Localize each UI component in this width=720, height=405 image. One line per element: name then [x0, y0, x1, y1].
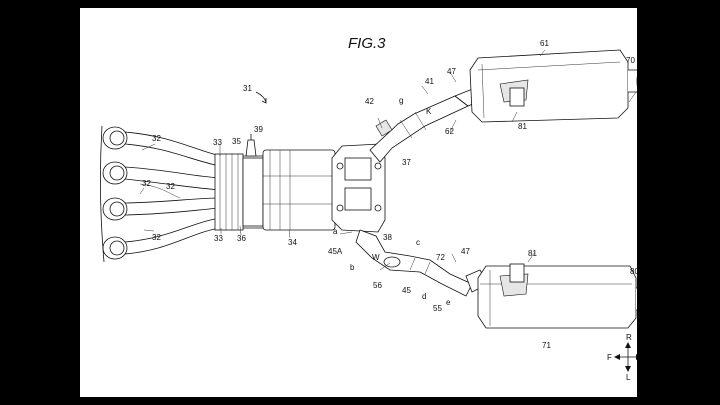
- compass-F: F: [607, 353, 612, 362]
- rotation-arrow: [255, 91, 267, 103]
- letter-b: b: [350, 263, 355, 272]
- letter-d: d: [422, 292, 426, 301]
- label-56: 56: [373, 281, 382, 290]
- region-letters: a b c d e g K W: [333, 96, 451, 307]
- label-45: 45: [402, 286, 411, 295]
- exhaust-port: [102, 161, 128, 185]
- patent-sheet: FIG.3: [80, 8, 637, 397]
- label-62: 62: [445, 127, 454, 136]
- label-32: 32: [166, 182, 175, 191]
- label-81: 81: [528, 249, 537, 258]
- label-81: 81: [518, 122, 527, 131]
- letter-c: c: [416, 238, 420, 247]
- reference-numerals: 31 32 32 32 32 33 33 34 35 36 37 38 39 4…: [142, 39, 637, 350]
- letter-a: a: [333, 227, 338, 236]
- letter-K: K: [426, 107, 432, 116]
- label-47: 47: [447, 67, 456, 76]
- label-47: 47: [461, 247, 470, 256]
- label-31: 31: [243, 84, 252, 93]
- label-39: 39: [254, 125, 263, 134]
- letter-e: e: [446, 298, 451, 307]
- exhaust-ports: [100, 125, 128, 263]
- label-32: 32: [142, 179, 151, 188]
- lower-pipe: [355, 229, 489, 297]
- label-33: 33: [213, 138, 222, 147]
- leader-lines: [139, 49, 637, 271]
- label-32: 32: [152, 233, 161, 242]
- exhaust-port: [102, 236, 128, 260]
- label-45A: 45A: [328, 247, 343, 256]
- label-36: 36: [237, 234, 246, 243]
- label-34: 34: [288, 238, 297, 247]
- oxygen-sensor: [245, 134, 257, 157]
- figure-title: FIG.3: [348, 35, 386, 52]
- lower-muffler: [477, 263, 637, 329]
- letter-g: g: [399, 96, 403, 105]
- direction-compass: R L F B: [607, 333, 637, 382]
- label-41: 41: [425, 77, 434, 86]
- label-71: 71: [542, 341, 551, 350]
- upper-pipe: [369, 87, 483, 163]
- exhaust-system-drawing: FIG.3: [100, 35, 637, 382]
- branch-chamber: [331, 143, 386, 233]
- label-80: 80: [630, 267, 637, 276]
- label-35: 35: [232, 137, 241, 146]
- exhaust-port: [102, 197, 128, 221]
- compass-R: R: [626, 333, 632, 342]
- letter-W: W: [372, 253, 380, 262]
- label-38: 38: [383, 233, 392, 242]
- compass-L: L: [626, 373, 631, 382]
- label-61: 61: [540, 39, 549, 48]
- label-55: 55: [433, 304, 442, 313]
- label-72: 72: [436, 253, 445, 262]
- label-33: 33: [214, 234, 223, 243]
- exhaust-port: [102, 126, 128, 150]
- label-42: 42: [365, 97, 374, 106]
- label-37: 37: [402, 158, 411, 167]
- label-70: 70: [626, 56, 635, 65]
- label-32: 32: [152, 134, 161, 143]
- upper-muffler: [469, 49, 637, 123]
